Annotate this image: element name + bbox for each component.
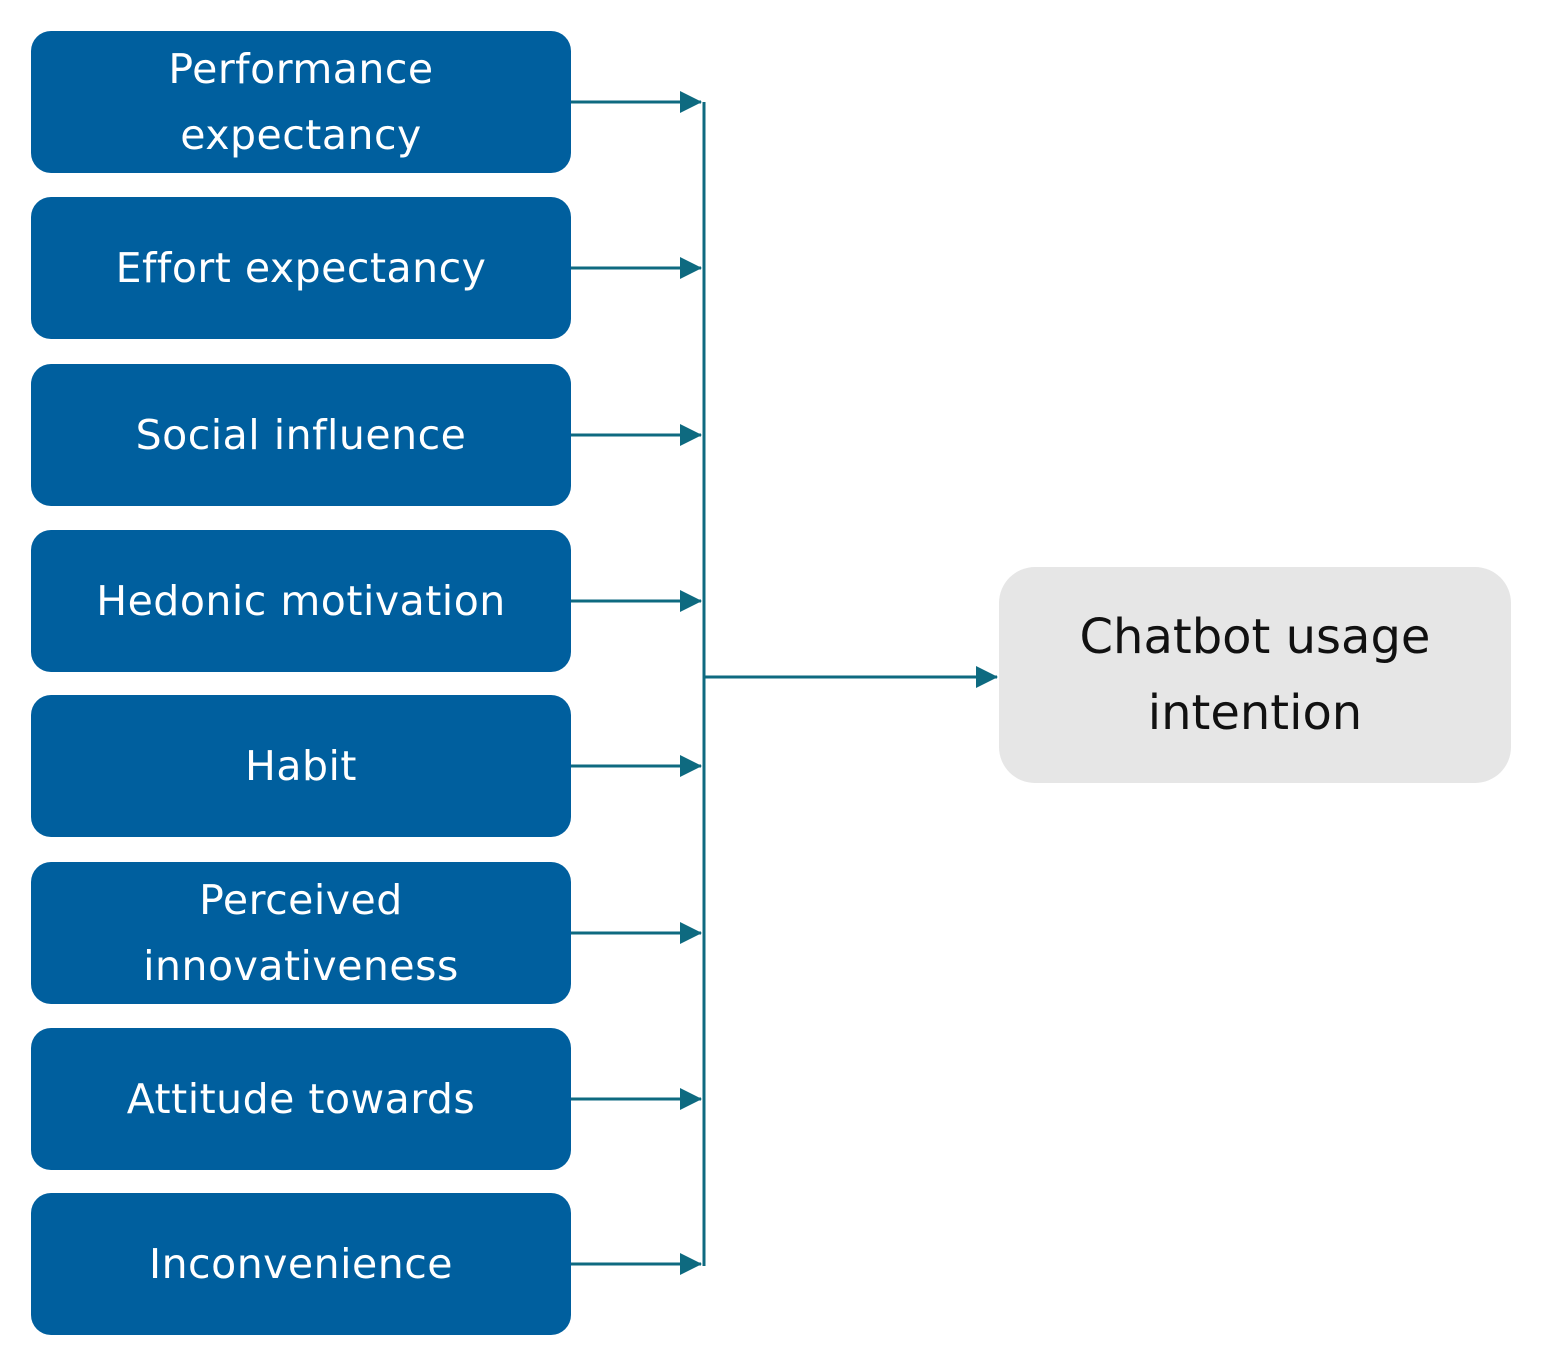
factor-box-social-influence: Social influence: [31, 364, 571, 506]
factor-box-performance-expectancy: Performance expectancy: [31, 31, 571, 173]
factor-label: Perceived innovativeness: [143, 876, 459, 990]
factor-label: Attitude towards: [126, 1075, 476, 1123]
factor-box-hedonic-motivation: Hedonic motivation: [31, 530, 571, 672]
factor-label: Inconvenience: [148, 1240, 454, 1288]
factor-label: Habit: [245, 742, 357, 790]
factor-box-habit: Habit: [31, 695, 571, 837]
factor-box-inconvenience: Inconvenience: [31, 1193, 571, 1335]
factor-box-effort-expectancy: Effort expectancy: [31, 197, 571, 339]
outcome-label: Chatbot usage intention: [1079, 609, 1431, 741]
factor-label: Social influence: [135, 411, 467, 459]
factor-box-attitude-towards: Attitude towards: [31, 1028, 571, 1170]
factor-label: Hedonic motivation: [96, 577, 506, 625]
factor-label: Effort expectancy: [115, 244, 487, 292]
factor-box-perceived-innovativeness: Perceived innovativeness: [31, 862, 571, 1004]
factor-label: Performance expectancy: [168, 45, 434, 159]
outcome-box-chatbot-usage-intention: Chatbot usage intention: [999, 567, 1511, 783]
